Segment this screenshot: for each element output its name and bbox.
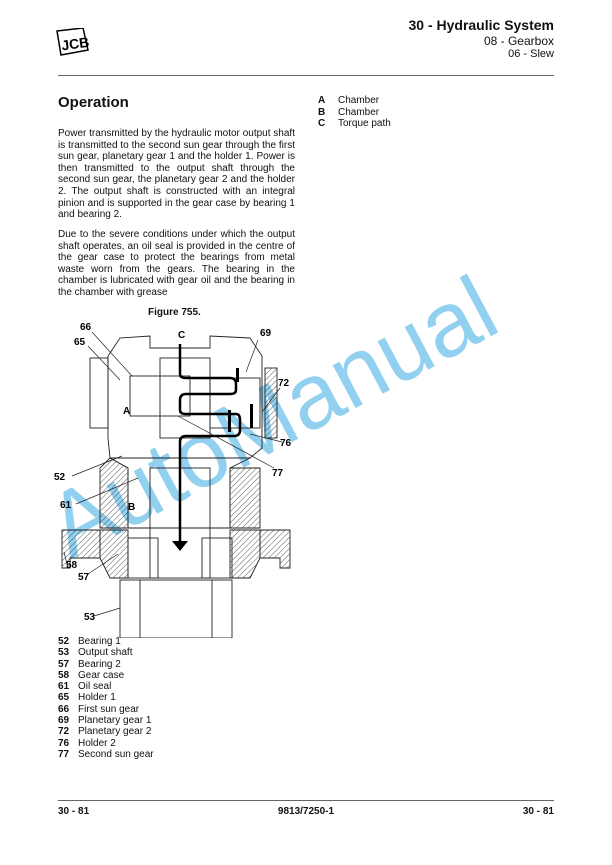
legend-item: 53 Output shaft (58, 647, 154, 658)
footer-doc-number: 9813/7250-1 (277, 806, 335, 817)
key-label: Chamber (338, 106, 380, 118)
callout-A: A (123, 406, 130, 417)
topic-title: 06 - Slew (508, 48, 554, 60)
legend-item: 77 Second sun gear (58, 749, 154, 760)
footer-divider (58, 800, 554, 801)
legend-item: 65 Holder 1 (58, 692, 154, 703)
part-number: 53 (58, 647, 70, 659)
section-title: 30 - Hydraulic System (408, 17, 554, 33)
footer-page-right: 30 - 81 (522, 806, 554, 817)
key-item: B Chamber (318, 107, 391, 119)
legend-item: 58 Gear case (58, 670, 154, 681)
callout-61: 61 (60, 500, 72, 511)
legend-item: 57 Bearing 2 (58, 659, 154, 670)
callout-77: 77 (272, 468, 284, 479)
callout-72: 72 (278, 378, 290, 389)
part-number: 69 (58, 715, 70, 727)
part-label: Bearing 2 (78, 658, 121, 670)
jcb-logo: JCB (56, 28, 89, 56)
svg-text:JCB: JCB (60, 34, 89, 54)
part-number: 72 (58, 726, 70, 738)
legend-item: 69 Planetary gear 1 (58, 715, 154, 726)
callout-66: 66 (80, 322, 92, 333)
part-label: Oil seal (78, 681, 112, 693)
part-label: Holder 1 (78, 692, 116, 704)
part-number: 76 (58, 737, 70, 749)
key-item: C Torque path (318, 118, 391, 130)
legend-item: 52 Bearing 1 (58, 636, 154, 647)
legend-item: 76 Holder 2 (58, 738, 154, 749)
part-label: First sun gear (78, 703, 140, 715)
figure-caption: Figure 755. (148, 307, 201, 318)
part-number: 66 (58, 703, 70, 715)
callout-69: 69 (260, 328, 272, 339)
part-label: Gear case (78, 669, 125, 681)
part-label: Planetary gear 2 (78, 726, 152, 738)
gearbox-diagram: 66 65 C 69 72 A 76 77 52 61 B 58 57 53 (54, 322, 292, 638)
callout-65: 65 (74, 337, 86, 348)
part-label: Output shaft (78, 647, 133, 659)
part-number: 77 (58, 748, 70, 760)
key-label: Chamber (338, 95, 380, 106)
legend-item: 61 Oil seal (58, 681, 154, 692)
part-label: Bearing 1 (78, 636, 121, 647)
key-item: A Chamber (318, 95, 391, 107)
paragraph-2: Due to the severe conditions under which… (58, 229, 295, 298)
callout-52: 52 (54, 472, 66, 483)
part-number: 65 (58, 692, 70, 704)
subsection-title: 08 - Gearbox (483, 34, 554, 48)
part-number: 61 (58, 681, 70, 693)
callout-57: 57 (78, 572, 90, 583)
callout-53: 53 (84, 612, 96, 623)
header-divider (58, 75, 554, 76)
key-letter: C (318, 118, 326, 129)
paragraph-1: Power transmitted by the hydraulic motor… (58, 128, 295, 221)
footer-page-left: 30 - 81 (58, 806, 90, 817)
legend-item: 66 First sun gear (58, 704, 154, 715)
part-label: Planetary gear 1 (78, 715, 152, 727)
parts-legend: 52 Bearing 1 53 Output shaft 57 Bearing 2 5… (58, 636, 154, 760)
part-label: Holder 2 (78, 737, 116, 749)
key-letter: A (318, 95, 326, 106)
part-number: 57 (58, 658, 70, 670)
legend-item: 72 Planetary gear 2 (58, 726, 154, 737)
key-letter: B (318, 106, 326, 118)
callout-58: 58 (66, 560, 78, 571)
page-header: 30 - Hydraulic System 08 - Gearbox 06 - … (408, 16, 554, 61)
key-label: Torque path (338, 118, 391, 129)
part-number: 58 (58, 669, 70, 681)
callout-C: C (178, 330, 185, 341)
callout-76: 76 (280, 438, 292, 449)
part-number: 52 (58, 636, 70, 647)
key-list: A Chamber B Chamber C Torque path (318, 95, 391, 130)
callout-B: B (128, 502, 135, 513)
part-label: Second sun gear (78, 748, 154, 760)
page-title: Operation (58, 94, 129, 111)
